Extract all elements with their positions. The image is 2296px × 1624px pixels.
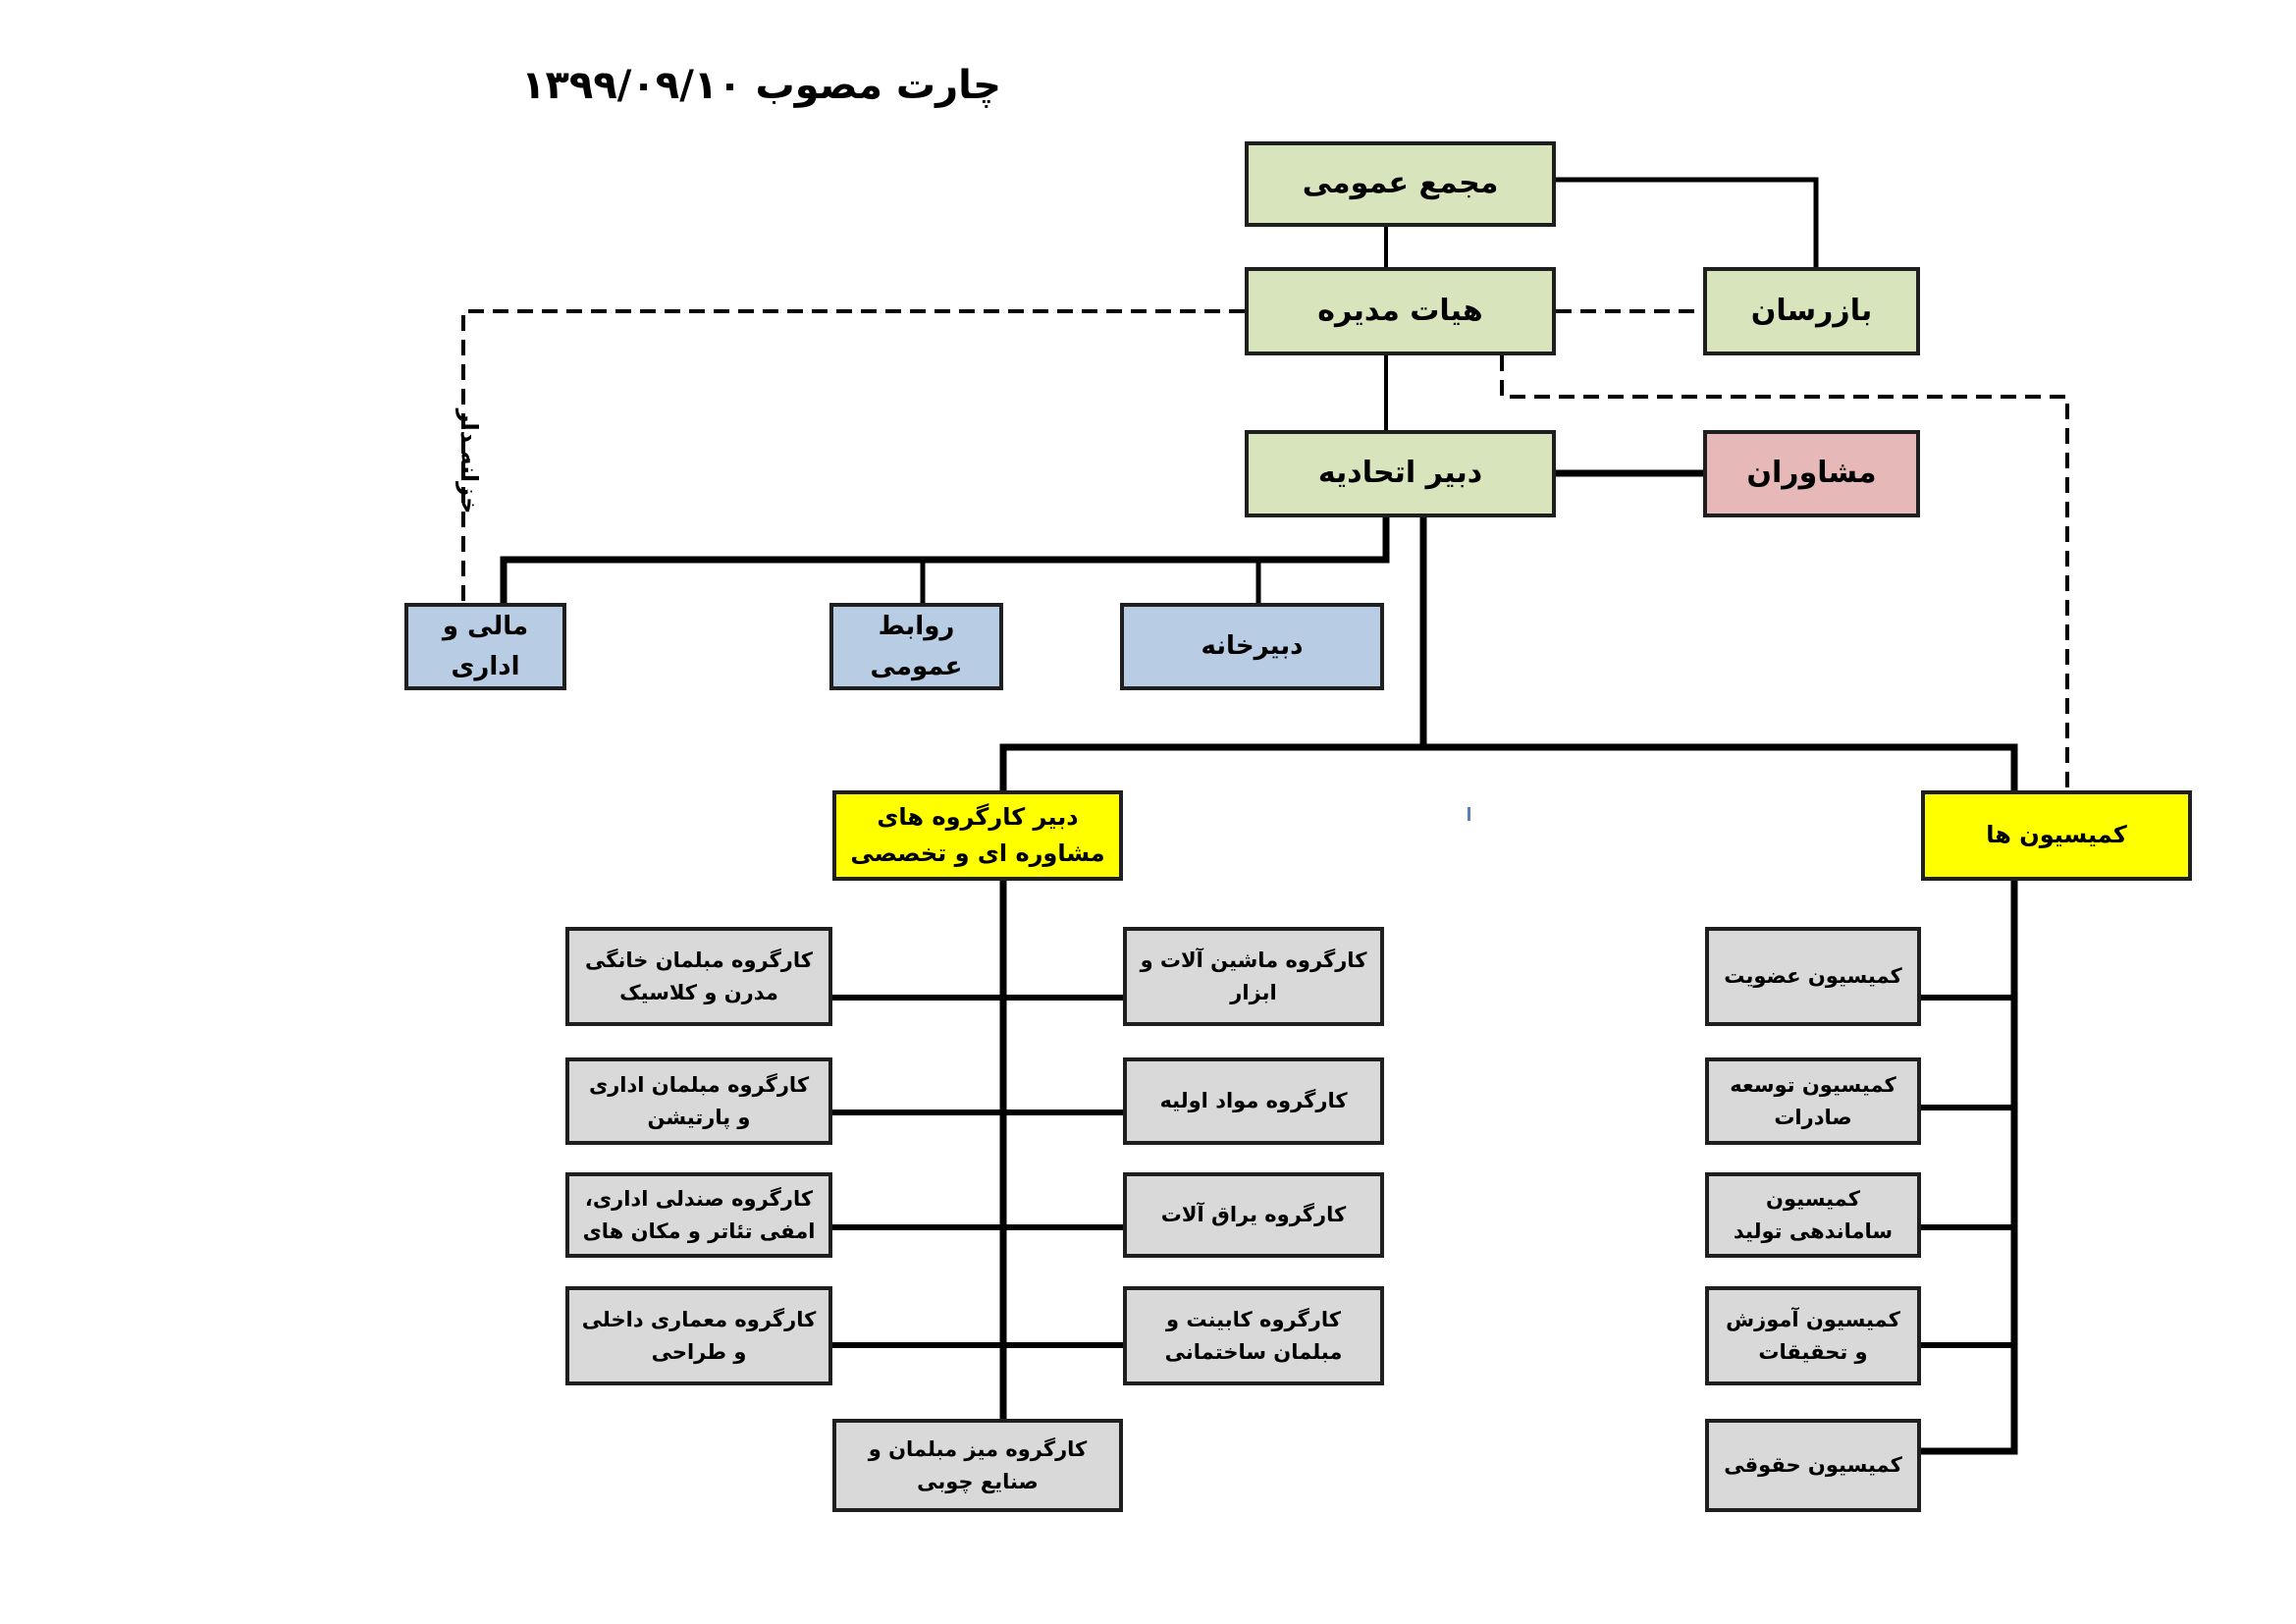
- node-label: کمیسیون آموزش و تحقیقات: [1726, 1307, 1900, 1364]
- stray-mark: [1468, 807, 1470, 821]
- working-group-item[interactable]: کارگروه ماشین آلات و ابزار: [1123, 927, 1384, 1026]
- working-group-item[interactable]: کارگروه مبلمان اداری و پارتیشن: [565, 1057, 832, 1145]
- commission-item[interactable]: کمیسیون عضویت: [1705, 927, 1921, 1026]
- working-group-item[interactable]: کارگروه معماری داخلی و طراحی: [565, 1286, 832, 1385]
- node-board-of-directors[interactable]: هیات مدیره: [1245, 267, 1556, 355]
- node-commissions[interactable]: کمیسیون ها: [1921, 790, 2192, 881]
- node-label: کمیسیون توسعه صادرات: [1730, 1072, 1896, 1129]
- node-label: کارگروه مبلمان اداری و پارتیشن: [588, 1072, 810, 1129]
- working-group-item[interactable]: کارگروه یراق آلات: [1123, 1172, 1384, 1258]
- treasurer-label: خزانه دار: [455, 408, 483, 514]
- node-union-secretary[interactable]: دبیر اتحادیه: [1245, 430, 1556, 517]
- node-label: کارگروه میز مبلمان و صنایع چوبی: [868, 1436, 1088, 1493]
- node-label: کارگروه صندلی اداری، امفی تئاتر و مکان ه…: [582, 1186, 816, 1243]
- working-group-item[interactable]: کارگروه کابینت و مبلمان ساختمانی: [1123, 1286, 1384, 1385]
- node-inspectors[interactable]: بازرسان: [1703, 267, 1920, 355]
- commission-item[interactable]: کمیسیون توسعه صادرات: [1705, 1057, 1921, 1145]
- line-assembly-inspectors: [1553, 177, 1819, 270]
- node-secretariat[interactable]: دبیرخانه: [1120, 603, 1384, 690]
- dashed-board-finance: [461, 309, 1245, 603]
- node-label: مجمع عمومی: [1302, 166, 1499, 201]
- chart-title: چارت مصوب ۱۳۹۹/۰۹/۱۰: [521, 63, 1001, 108]
- node-label: مشاوران: [1746, 456, 1877, 491]
- working-group-item[interactable]: کارگروه مواد اولیه: [1123, 1057, 1384, 1145]
- node-label: کمیسیون ساماندهی تولید: [1733, 1186, 1894, 1243]
- dashed-board-commissions: [1500, 355, 2069, 790]
- node-label: دبیر اتحادیه: [1317, 456, 1483, 491]
- node-label: مالی و اداری: [442, 612, 529, 681]
- node-label: کارگروه یراق آلات: [1160, 1203, 1347, 1227]
- node-label: کمیسیون عضویت: [1724, 964, 1902, 989]
- node-label: کمیسیون ها: [1986, 821, 2127, 849]
- line-main-bus: [999, 743, 2018, 797]
- node-label: دبیر کارگروه های مشاوره ای و تخصصی: [850, 802, 1105, 867]
- working-group-item[interactable]: کارگروه میز مبلمان و صنایع چوبی: [832, 1419, 1123, 1512]
- node-label: روابط عمومی: [870, 612, 963, 681]
- node-label: کارگروه کابینت و مبلمان ساختمانی: [1164, 1307, 1343, 1364]
- node-advisors[interactable]: مشاوران: [1703, 430, 1920, 517]
- node-finance-admin[interactable]: مالی و اداری: [404, 603, 566, 690]
- node-label: هیات مدیره: [1317, 293, 1483, 328]
- node-label: کارگروه معماری داخلی و طراحی: [581, 1307, 817, 1364]
- node-label: کارگروه ماشین آلات و ابزار: [1140, 947, 1367, 1004]
- node-working-groups-secretary[interactable]: دبیر کارگروه های مشاوره ای و تخصصی: [832, 790, 1123, 881]
- commission-item[interactable]: کمیسیون حقوقی: [1705, 1419, 1921, 1512]
- line-comm-trunk: [1917, 877, 2018, 1455]
- node-label: بازرسان: [1750, 293, 1873, 328]
- working-group-item[interactable]: کارگروه صندلی اداری، امفی تئاتر و مکان ه…: [565, 1172, 832, 1258]
- working-group-item[interactable]: کارگروه مبلمان خانگی مدرن و کلاسیک: [565, 927, 832, 1026]
- node-label: کارگروه مواد اولیه: [1159, 1089, 1348, 1113]
- node-label: کمیسیون حقوقی: [1724, 1453, 1902, 1478]
- line-secretary-admin-bus: [500, 514, 1390, 607]
- node-general-assembly[interactable]: مجمع عمومی: [1245, 141, 1556, 227]
- node-label: کارگروه مبلمان خانگی مدرن و کلاسیک: [585, 947, 813, 1004]
- commission-item[interactable]: کمیسیون آموزش و تحقیقات: [1705, 1286, 1921, 1385]
- node-label: دبیرخانه: [1201, 631, 1304, 662]
- commission-item[interactable]: کمیسیون ساماندهی تولید: [1705, 1172, 1921, 1258]
- node-public-relations[interactable]: روابط عمومی: [829, 603, 1003, 690]
